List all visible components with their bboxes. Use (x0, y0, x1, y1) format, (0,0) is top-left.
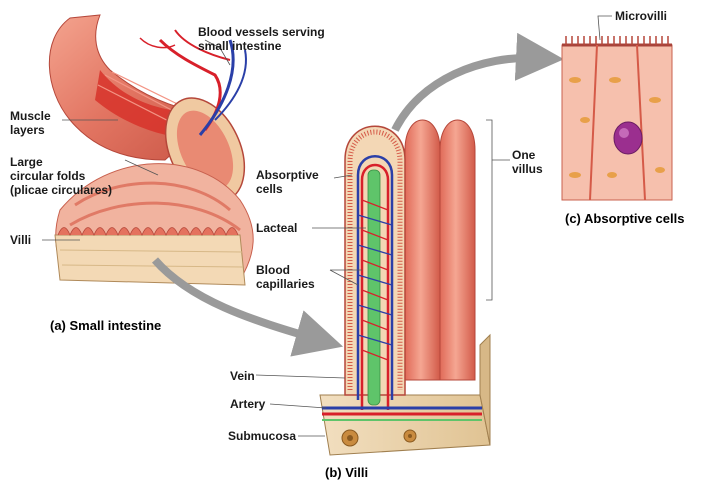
absorptive-cells-illustration (562, 36, 672, 200)
label-absorptive-cells-line-1: Absorptive (256, 168, 319, 182)
label-villi: Villi (10, 233, 31, 247)
small-intestine-illustration (49, 15, 260, 285)
label-absorptive-cells: Absorptive cells (256, 168, 319, 196)
label-submucosa: Submucosa (228, 429, 296, 443)
villi-illustration (320, 120, 490, 455)
label-vein: Vein (230, 369, 255, 383)
label-circular-folds-line-3: (plicae circulares) (10, 183, 112, 197)
caption-villi: (b) Villi (325, 465, 368, 480)
label-one-villus-line-2: villus (512, 162, 543, 176)
caption-absorptive-cells: (c) Absorptive cells (565, 211, 684, 226)
label-microvilli: Microvilli (615, 9, 667, 23)
label-muscle-layers-line-1: Muscle (10, 109, 51, 123)
label-absorptive-cells-line-2: cells (256, 182, 319, 196)
label-muscle-layers: Muscle layers (10, 109, 51, 137)
label-one-villus-line-1: One (512, 148, 543, 162)
label-blood-vessels: Blood vessels serving small intestine (198, 25, 325, 53)
label-muscle-layers-line-2: layers (10, 123, 51, 137)
label-artery: Artery (230, 397, 265, 411)
label-lacteal: Lacteal (256, 221, 297, 235)
label-blood-capillaries-line-1: Blood (256, 263, 315, 277)
label-blood-capillaries: Blood capillaries (256, 263, 315, 291)
label-blood-capillaries-line-2: capillaries (256, 277, 315, 291)
label-blood-vessels-line-2: small intestine (198, 39, 325, 53)
label-circular-folds: Large circular folds (plicae circulares) (10, 155, 112, 197)
label-circular-folds-line-1: Large (10, 155, 112, 169)
label-one-villus: One villus (512, 148, 543, 176)
label-circular-folds-line-2: circular folds (10, 169, 112, 183)
label-blood-vessels-line-1: Blood vessels serving (198, 25, 325, 39)
caption-small-intestine: (a) Small intestine (50, 318, 161, 333)
